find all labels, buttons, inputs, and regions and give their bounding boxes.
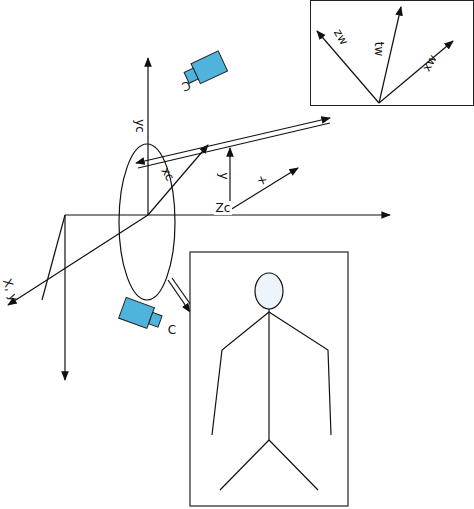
axis-label: Zc <box>214 201 233 215</box>
axis-label: xc <box>159 165 178 184</box>
axis-label: C <box>168 323 176 337</box>
axis-label: X, y <box>0 277 21 303</box>
axis-label: zw <box>331 27 351 48</box>
axis-label: yc <box>133 119 147 133</box>
world-frame-box: zwtwxw <box>310 0 474 106</box>
stick-figure <box>212 273 331 490</box>
image-frame <box>190 252 348 506</box>
axis-label: x <box>254 173 270 186</box>
camera-bottom <box>119 297 164 331</box>
world-axes <box>311 1 474 107</box>
axis-label: y <box>217 172 231 179</box>
axis-label: tw <box>372 42 386 57</box>
axis-line <box>379 41 453 103</box>
